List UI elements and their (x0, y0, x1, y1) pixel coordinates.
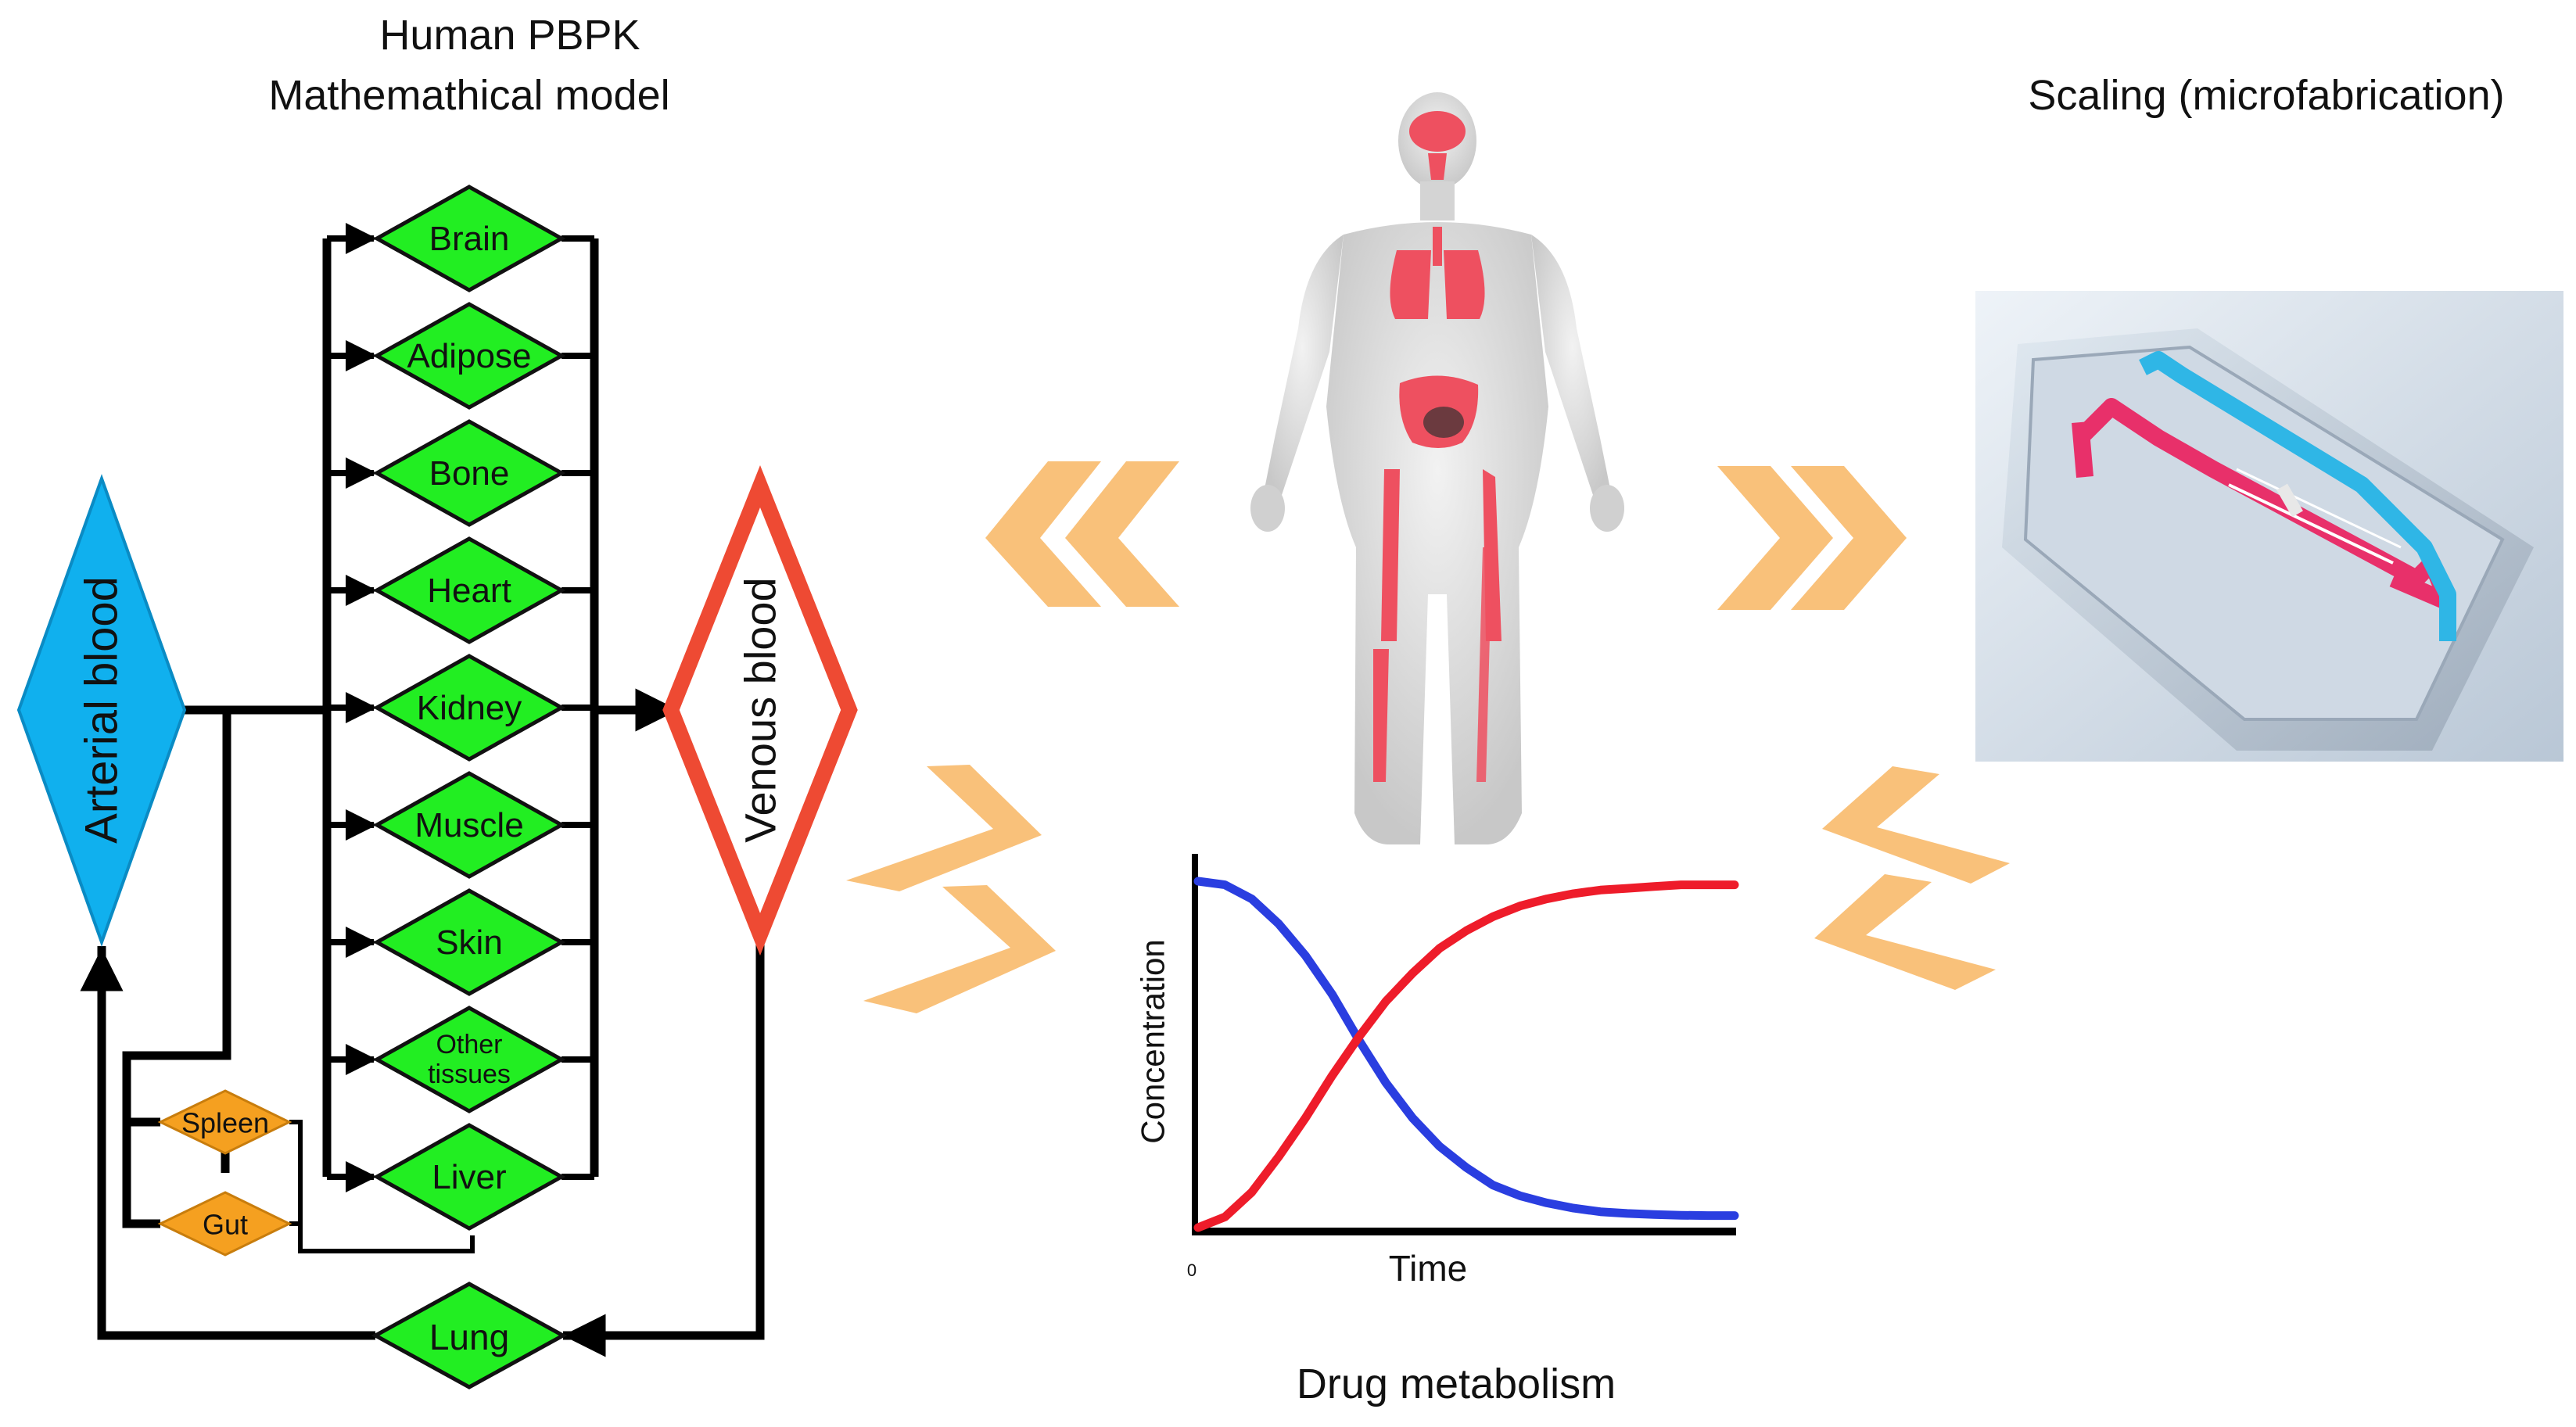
gut-label: Gut (203, 1209, 248, 1241)
spleen-label: Spleen (181, 1107, 269, 1139)
chevron-down-left-icon (1814, 766, 2010, 990)
organ-label: Brain (429, 220, 510, 258)
scaling-title: Scaling (microfabrication) (2028, 72, 2504, 119)
drug-metabolism-title: Drug metabolism (1297, 1361, 1616, 1407)
organ-nodes: BrainAdiposeBoneHeartKidneyMuscleSkinOth… (372, 185, 566, 1231)
organ-node-liver: Liver (372, 1123, 566, 1231)
venous-blood-node: Venous blood (662, 464, 858, 956)
organ-label: Bone (429, 454, 510, 493)
spleen-node: Spleen (157, 1089, 292, 1155)
organ-label: Other (436, 1030, 502, 1059)
concentration-time-chart: Concentration Time 0 (1135, 854, 1739, 1289)
chart-series (1193, 877, 1739, 1232)
organ-label: Adipose (407, 337, 531, 375)
organ-label: Heart (427, 572, 511, 610)
lung-label: Lung (429, 1317, 509, 1357)
organ-on-chip-device-icon (1975, 291, 2563, 762)
lung-node: Lung (371, 1282, 568, 1389)
organ-label: Liver (432, 1158, 506, 1196)
arterial-blood-node: Arterial blood (16, 474, 187, 947)
chart-series-line-2 (1193, 880, 1739, 1232)
organ-node-muscle: Muscle (372, 771, 566, 879)
organ-label: Kidney (417, 689, 522, 727)
chart-origin-label: 0 (1187, 1260, 1197, 1280)
organ-label: Muscle (414, 806, 523, 844)
organ-node-skin: Skin (372, 888, 566, 996)
chart-y-label: Concentration (1135, 939, 1171, 1144)
arterial-blood-label: Arterial blood (77, 576, 127, 844)
organ-node-bone: Bone (372, 419, 566, 527)
organ-node-kidney: Kidney (372, 654, 566, 762)
organ-label: Skin (436, 923, 503, 962)
organ-label: tissues (428, 1059, 511, 1089)
organ-node-brain: Brain (372, 185, 566, 292)
chart-x-label: Time (1389, 1248, 1468, 1289)
chart-series-line-1 (1193, 877, 1739, 1221)
chevrons (846, 461, 2010, 1013)
chevron-left-top-icon (985, 461, 1179, 607)
gut-node: Gut (157, 1191, 292, 1257)
human-body-organs-icon (1250, 92, 1624, 844)
venous-blood-label: Venous blood (736, 577, 785, 842)
organ-arrows (327, 223, 594, 1192)
model-title-line1: Human PBPK (379, 12, 640, 59)
model-title-line2: Mathemathical model (268, 72, 669, 119)
chevron-right-top-icon (1717, 466, 1907, 610)
organ-node-adipose: Adipose (372, 302, 566, 410)
chevron-down-right-icon (846, 765, 1056, 1013)
organ-node-heart: Heart (372, 536, 566, 644)
